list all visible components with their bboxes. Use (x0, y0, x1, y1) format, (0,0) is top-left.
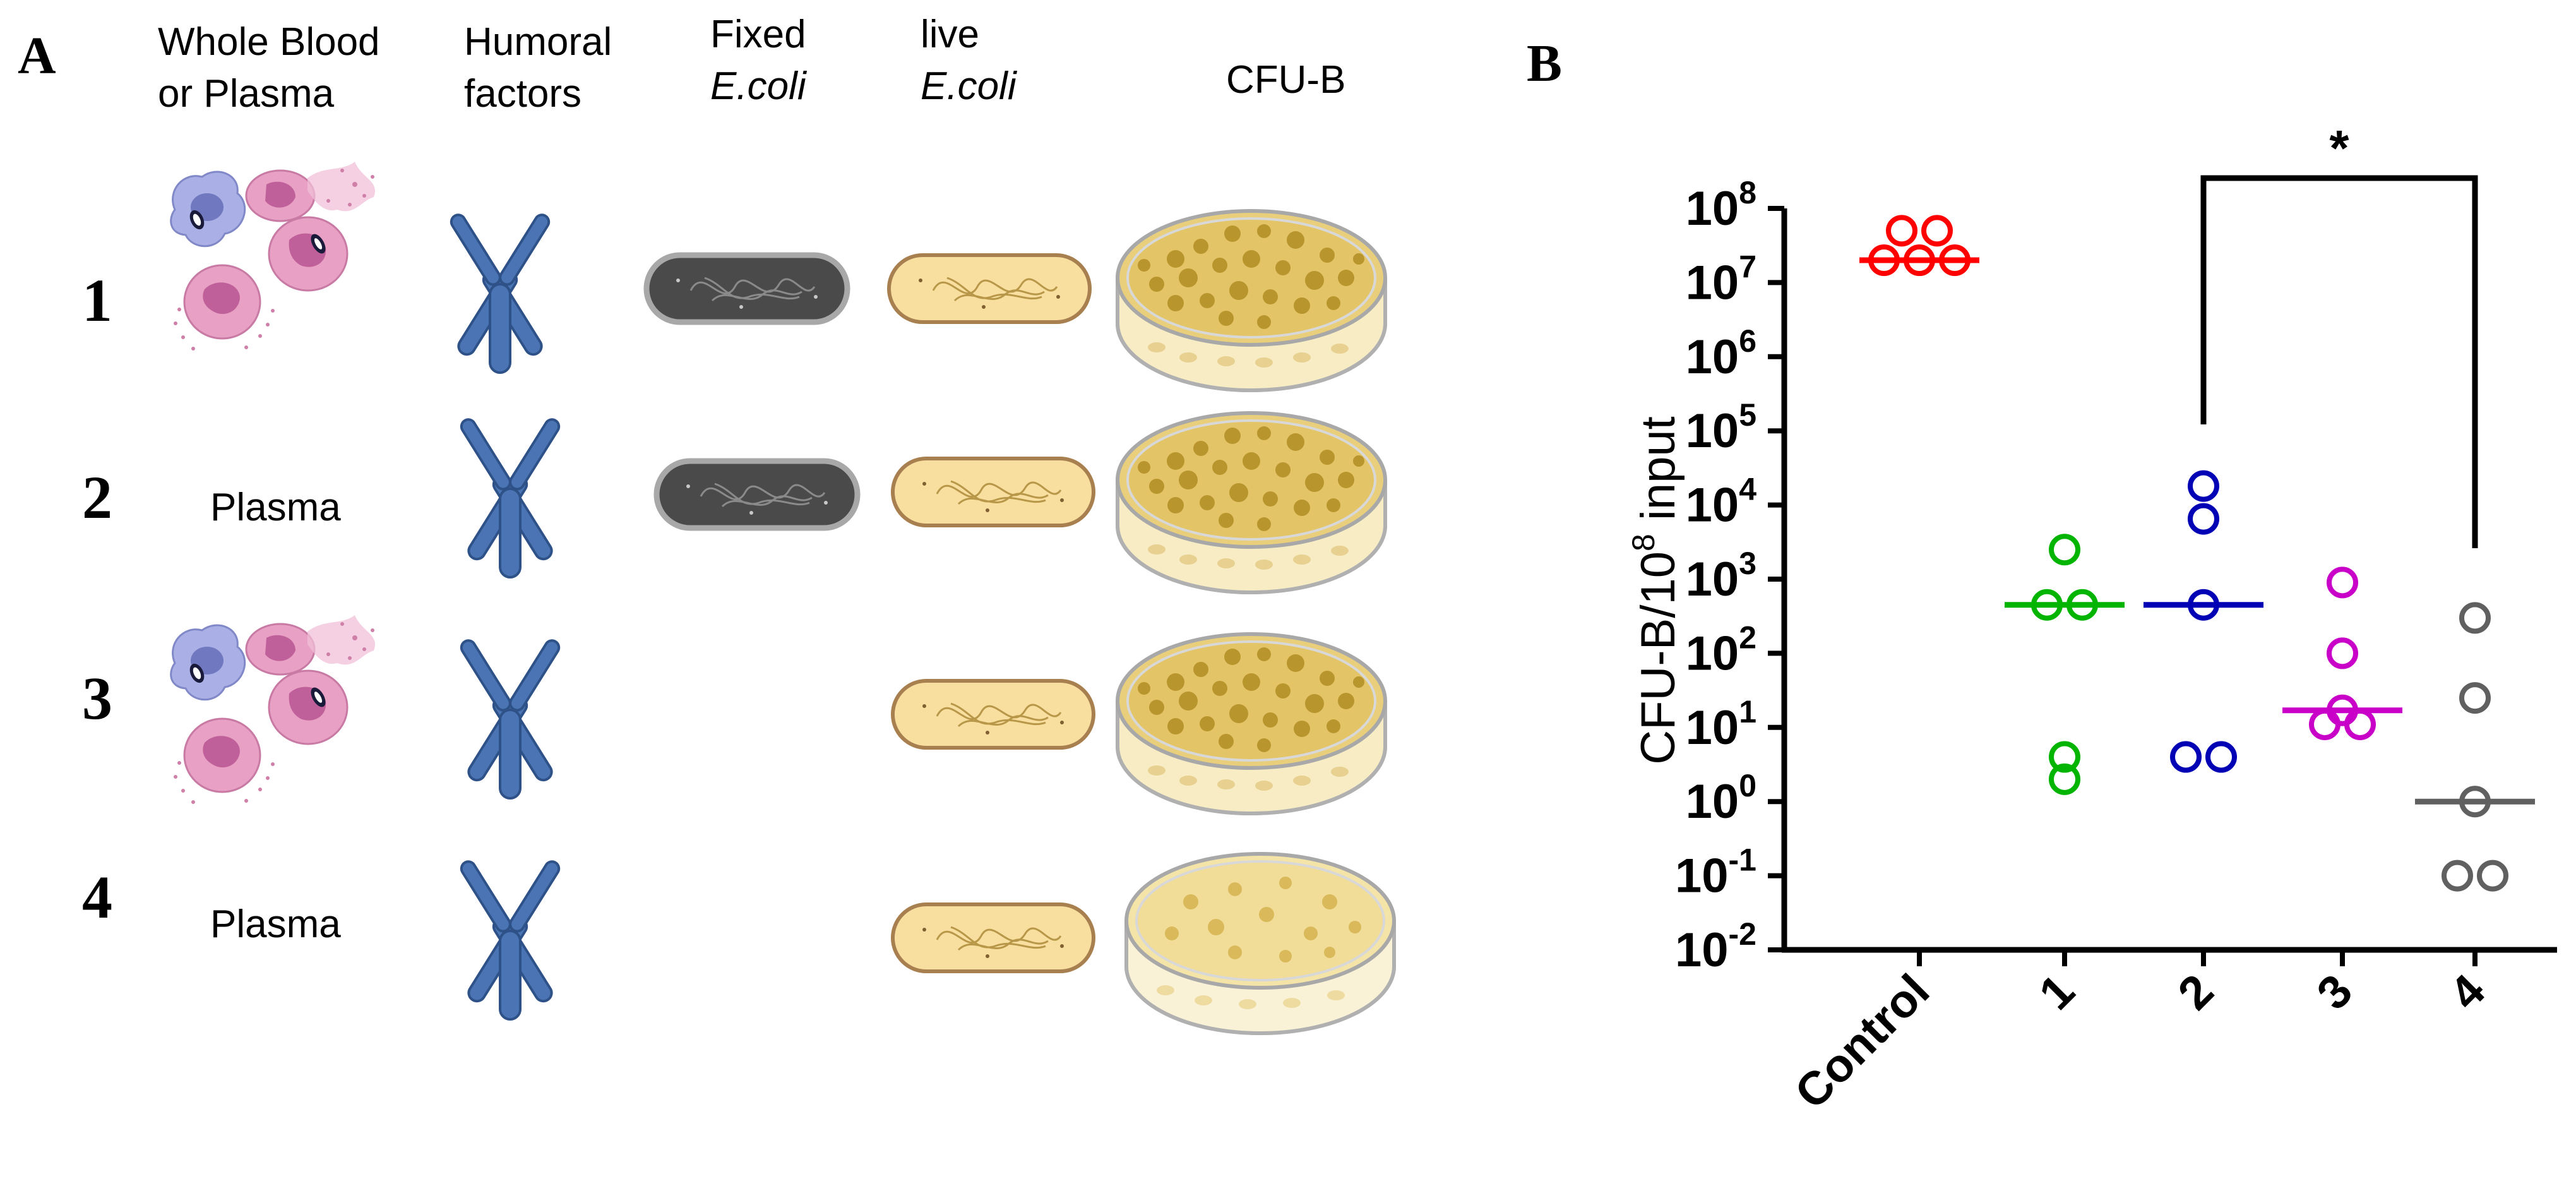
column-header-line: E.coli (921, 64, 1017, 109)
data-point (1868, 244, 1900, 277)
antibody-icon (457, 416, 563, 579)
data-point (2327, 694, 2358, 726)
blood-cells-icon (170, 614, 376, 805)
data-point (2477, 860, 2508, 892)
column-header-line: Humoral (464, 20, 612, 64)
column-header-line: CFU-B (1226, 58, 1346, 102)
data-point (2309, 708, 2340, 740)
bracket-line (2200, 175, 2478, 548)
y-tick-label: 108 (1686, 175, 1756, 236)
x-tick-label: 2 (2168, 964, 2224, 1020)
data-point (2188, 503, 2219, 535)
data-point (2188, 589, 2219, 621)
x-tick-label: 3 (2307, 964, 2363, 1020)
fixed-ecoli-icon (647, 255, 847, 322)
y-tick-label: 107 (1686, 249, 1756, 309)
column-header-line: E.coli (710, 64, 806, 109)
column-header-whole-blood: Whole Blood or Plasma (158, 16, 380, 121)
panel-b-label: B (1527, 34, 1563, 93)
row-number-1: 1 (82, 267, 112, 334)
data-point (1886, 215, 1917, 247)
y-tick-label: 10-1 (1675, 842, 1756, 903)
x-tick-label: 4 (2440, 964, 2495, 1020)
data-point (1904, 244, 1935, 277)
data-point (2049, 534, 2080, 566)
antibody-icon (457, 858, 563, 1021)
x-axis: Control 1 2 3 4 (1782, 947, 2557, 1119)
y-tick-label: 105 (1686, 397, 1756, 458)
live-ecoli-icon (893, 904, 1094, 971)
row-number-3: 3 (82, 664, 112, 732)
antibody-icon (447, 211, 553, 374)
y-tick-label: 10-2 (1675, 916, 1756, 977)
y-axis-label: CFU-B/108 input (1626, 416, 1685, 765)
data-point (1939, 244, 1971, 277)
data-point (2205, 741, 2237, 773)
petri-dish-icon (1118, 634, 1385, 813)
fixed-ecoli-icon (657, 461, 857, 528)
y-tick-label: 103 (1686, 546, 1756, 606)
significance-star: * (2329, 120, 2349, 176)
live-ecoli-icon (889, 255, 1090, 322)
data-point (2327, 567, 2358, 599)
column-header-live-ecoli: live E.coli (921, 9, 1017, 113)
cfu-b-chart: 108 107 106 105 104 103 102 101 100 10-1 10-2 Cont… (1626, 120, 2557, 1118)
column-header-line: live (921, 13, 980, 56)
row-number-4: 4 (82, 863, 112, 931)
column-header-humoral-factors: Humoral factors (464, 16, 612, 121)
y-tick-label: 102 (1686, 620, 1756, 680)
y-tick-label: 106 (1686, 323, 1756, 384)
y-tick-label: 101 (1686, 694, 1756, 755)
data-point (2327, 637, 2358, 669)
data-point (2459, 682, 2491, 714)
y-axis: 108 107 106 105 104 103 102 101 100 10-1 10-2 (1675, 175, 1787, 977)
live-ecoli-icon (893, 681, 1094, 748)
row-2-sample-label: Plasma (210, 486, 341, 529)
data-point (2344, 708, 2376, 740)
data-point (2459, 786, 2491, 818)
column-header-cfu-b: CFU-B (1226, 54, 1345, 106)
data-point (2188, 470, 2219, 502)
data-point (2066, 589, 2098, 621)
column-header-line: factors (464, 72, 582, 116)
blood-cells-icon (170, 160, 376, 352)
column-header-line: or Plasma (158, 72, 335, 116)
x-tick-label: 1 (2029, 964, 2085, 1020)
significance-bracket: * (2200, 120, 2478, 548)
y-tick-label: 100 (1686, 768, 1756, 829)
y-tick-label: 104 (1686, 472, 1757, 532)
data-point (2031, 589, 2063, 621)
data-point (2459, 602, 2491, 634)
panel-a-label: A (18, 27, 56, 85)
data-point (2442, 860, 2473, 892)
data-points (1859, 215, 2535, 892)
live-ecoli-icon (893, 459, 1094, 525)
data-point (2049, 763, 2080, 795)
petri-dish-icon (1126, 854, 1394, 1033)
petri-dish-icon (1118, 413, 1385, 592)
x-tick-label: Control (1785, 964, 1940, 1119)
column-header-line: Whole Blood (158, 20, 380, 64)
data-point (2049, 741, 2080, 773)
column-header-fixed-ecoli: Fixed E.coli (710, 9, 806, 113)
petri-dish-icon (1118, 211, 1385, 390)
antibody-icon (457, 637, 563, 800)
row-number-2: 2 (82, 464, 112, 531)
data-point (2170, 741, 2202, 773)
column-header-line: Fixed (710, 13, 806, 56)
row-4-sample-label: Plasma (210, 902, 341, 946)
data-point (1921, 215, 1953, 247)
